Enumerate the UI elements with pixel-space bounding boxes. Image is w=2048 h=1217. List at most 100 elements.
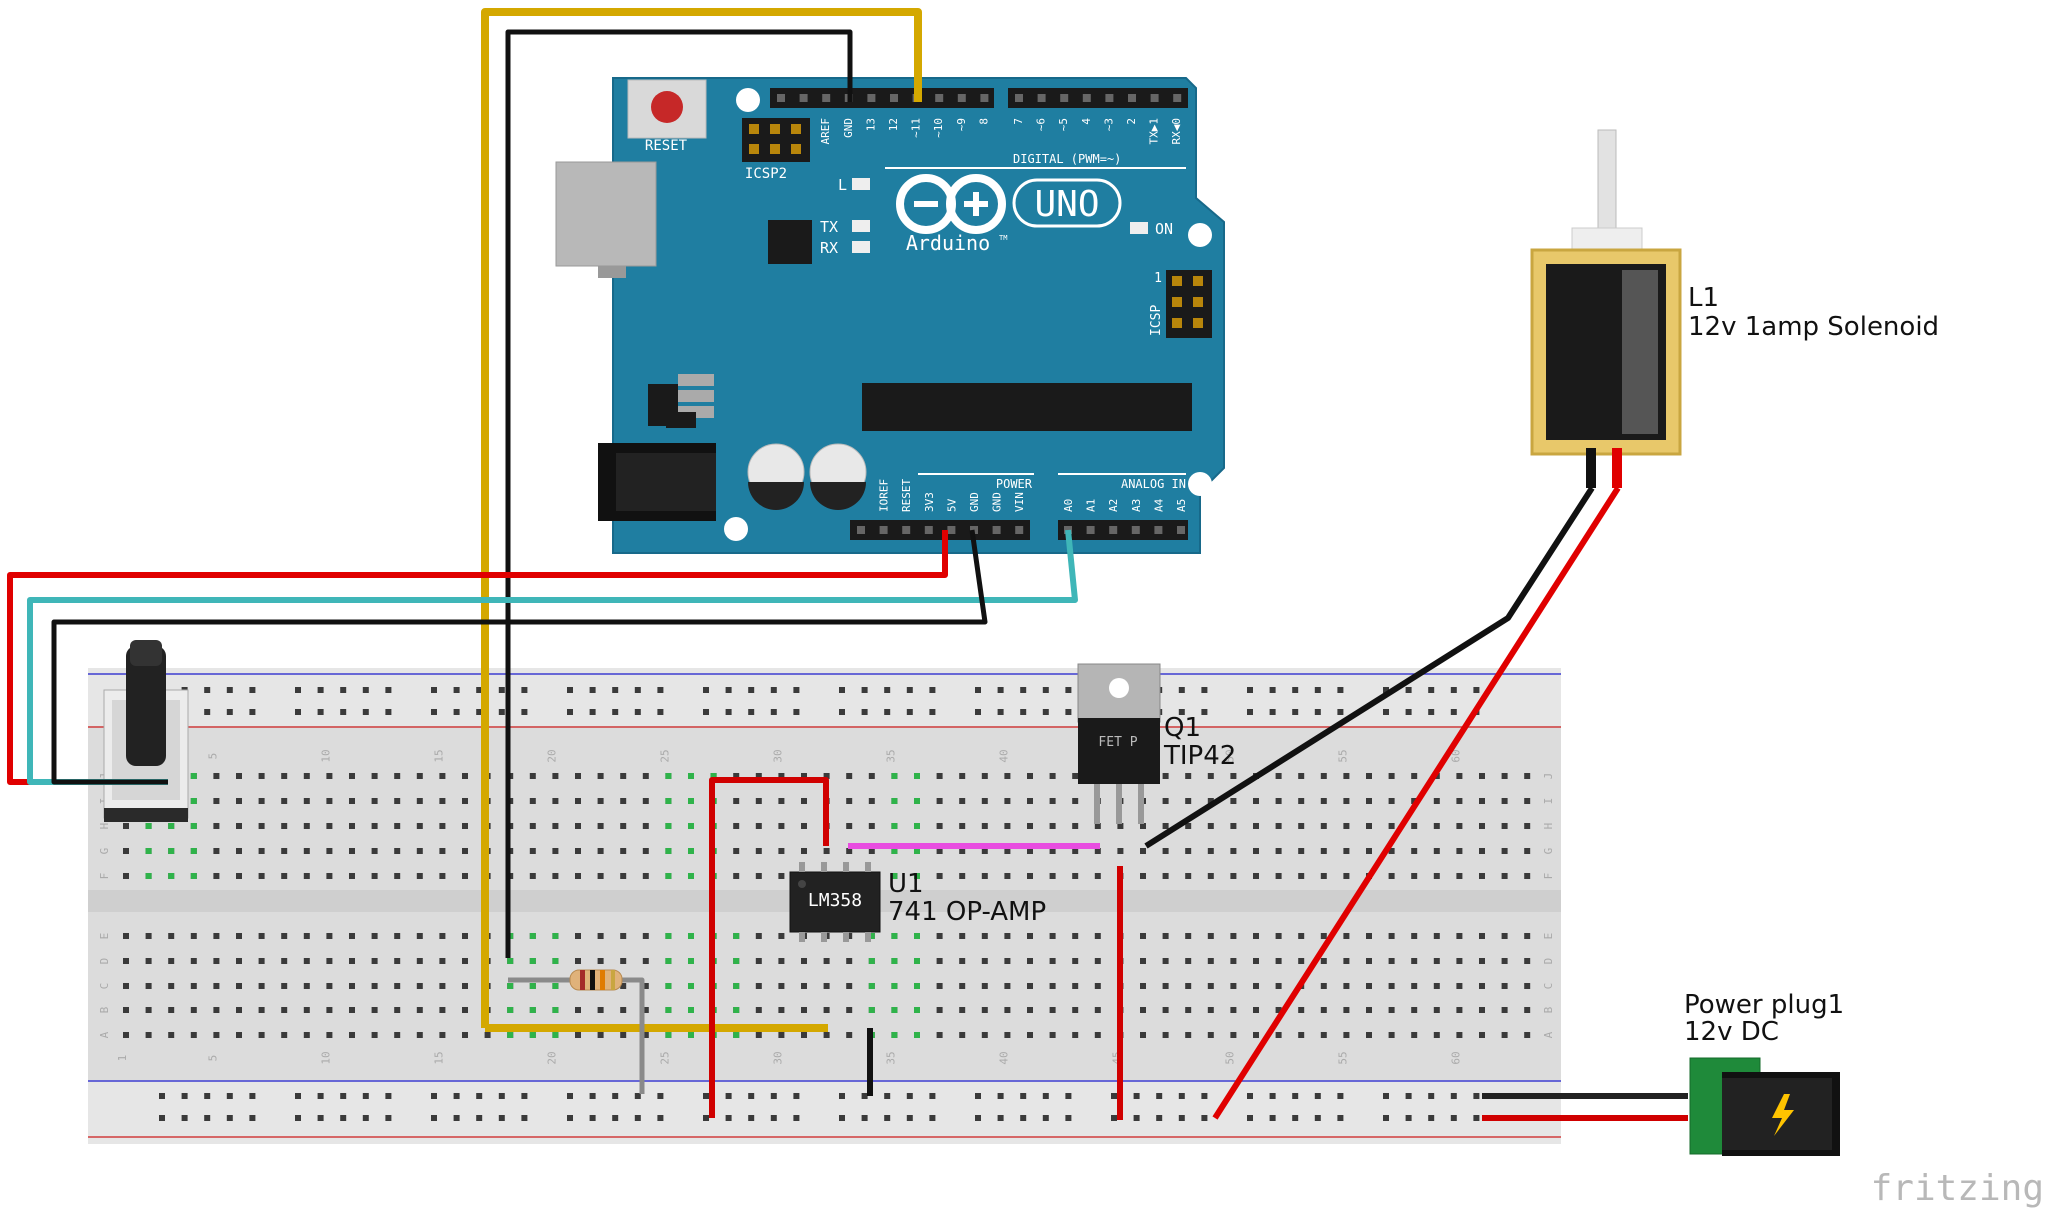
rail-hole	[748, 1115, 755, 1121]
digital-pin-label: AREF	[819, 118, 832, 145]
breadboard-hole	[778, 1032, 785, 1038]
breadboard-hole	[1433, 983, 1440, 989]
brand-tm: TM	[999, 234, 1007, 242]
analog-pin-label: A2	[1107, 499, 1120, 512]
arduino-uno: RESET ICSP2 L TX RX ON UNO Arduino TM	[555, 77, 1225, 554]
rail-hole	[770, 1115, 777, 1121]
breadboard-hole	[1072, 798, 1079, 804]
breadboard-hole	[326, 958, 333, 964]
breadboard-hole	[868, 848, 875, 854]
breadboard-hole	[1479, 798, 1485, 804]
breadboard-hole	[1027, 848, 1033, 854]
header-pin	[924, 526, 933, 534]
breadboard-hole	[755, 958, 762, 964]
resistor	[569, 969, 623, 991]
rail-hole	[612, 1115, 619, 1121]
breadboard-hole	[1207, 958, 1214, 964]
rail-hole	[1178, 709, 1185, 715]
opamp-pin1-dot	[798, 880, 806, 888]
breadboard-hole	[1320, 873, 1327, 879]
breadboard-hole	[868, 823, 875, 829]
breadboard-hole	[258, 773, 265, 779]
breadboard-hole	[236, 873, 242, 879]
rail-hole	[1450, 1093, 1457, 1099]
opamp-leg	[843, 862, 849, 872]
power-header	[850, 520, 1030, 540]
transistor-leg	[1138, 784, 1144, 824]
rail-hole	[634, 709, 641, 715]
breadboard-hole	[281, 848, 288, 854]
connected-hole	[688, 823, 694, 829]
breadboard-hole	[778, 773, 785, 779]
opamp-leg	[821, 932, 827, 942]
connected-hole	[914, 958, 920, 964]
breadboard-hole	[936, 958, 943, 964]
header-pin	[879, 526, 888, 534]
breadboard-hole	[1117, 848, 1124, 854]
led-l	[852, 178, 870, 190]
breadboard-hole	[236, 1032, 242, 1038]
breadboard-hole	[168, 958, 175, 964]
breadboard-hole	[1049, 1032, 1056, 1038]
breadboard-hole	[620, 798, 627, 804]
breadboard-hole	[326, 1032, 333, 1038]
connected-hole	[529, 933, 536, 939]
connected-hole	[891, 823, 898, 829]
breadboard-hole	[575, 1007, 581, 1013]
opamp-ref: U1	[888, 869, 924, 899]
mounting-hole	[724, 517, 748, 541]
rail-hole	[1383, 1093, 1389, 1099]
breadboard-hole	[236, 958, 242, 964]
breadboard-hole	[1207, 873, 1214, 879]
capacitor-2	[809, 443, 867, 510]
breadboard-hole	[1320, 1007, 1327, 1013]
breadboard-hole	[258, 1007, 265, 1013]
connected-hole	[529, 1032, 536, 1038]
rail-hole	[1065, 687, 1072, 693]
breadboard-hole	[1072, 958, 1079, 964]
connected-hole	[168, 848, 175, 854]
breadboard-hole	[1456, 873, 1463, 879]
header-pin	[890, 94, 898, 102]
connected-hole	[688, 798, 694, 804]
rail-hole	[1428, 1115, 1435, 1121]
rail-hole	[295, 1115, 301, 1121]
breadboard-hole	[1162, 823, 1169, 829]
breadboard-hole	[1049, 848, 1056, 854]
reset-button-cap[interactable]	[651, 91, 683, 123]
breadboard-hole	[1162, 798, 1169, 804]
rail-hole	[748, 1093, 755, 1099]
digital-header-right	[1008, 88, 1188, 108]
row-letter: A	[1542, 1031, 1555, 1038]
breadboard-hole	[1230, 1007, 1237, 1013]
breadboard-hole	[349, 873, 355, 879]
breadboard-hole	[1253, 958, 1259, 964]
breadboard-hole	[981, 958, 988, 964]
breadboard-hole	[755, 873, 762, 879]
header-pin	[1109, 526, 1118, 534]
rail-hole	[861, 1115, 868, 1121]
breadboard-hole	[1388, 773, 1395, 779]
breadboard-hole	[371, 848, 378, 854]
breadboard-hole	[258, 848, 265, 854]
breadboard-hole	[1366, 1032, 1372, 1038]
breadboard-hole	[642, 773, 649, 779]
transistor-leg	[1094, 784, 1100, 824]
breadboard-hole	[1388, 1032, 1395, 1038]
rail-hole	[703, 687, 709, 693]
digital-pin-label: ~11	[910, 118, 923, 138]
breadboard-hole	[1479, 933, 1485, 939]
transistor-body-text: FET P	[1098, 735, 1137, 750]
breadboard-hole	[303, 873, 310, 879]
breadboard-hole	[1411, 848, 1418, 854]
header-pin	[1015, 526, 1024, 534]
breadboard-hole	[529, 773, 536, 779]
pot-knob-top	[130, 640, 162, 666]
rail-hole	[657, 1115, 664, 1121]
rail-hole	[589, 709, 596, 715]
solenoid	[1530, 129, 1682, 488]
breadboard-hole	[371, 933, 378, 939]
breadboard-hole	[642, 823, 649, 829]
breadboard-hole	[1207, 933, 1214, 939]
